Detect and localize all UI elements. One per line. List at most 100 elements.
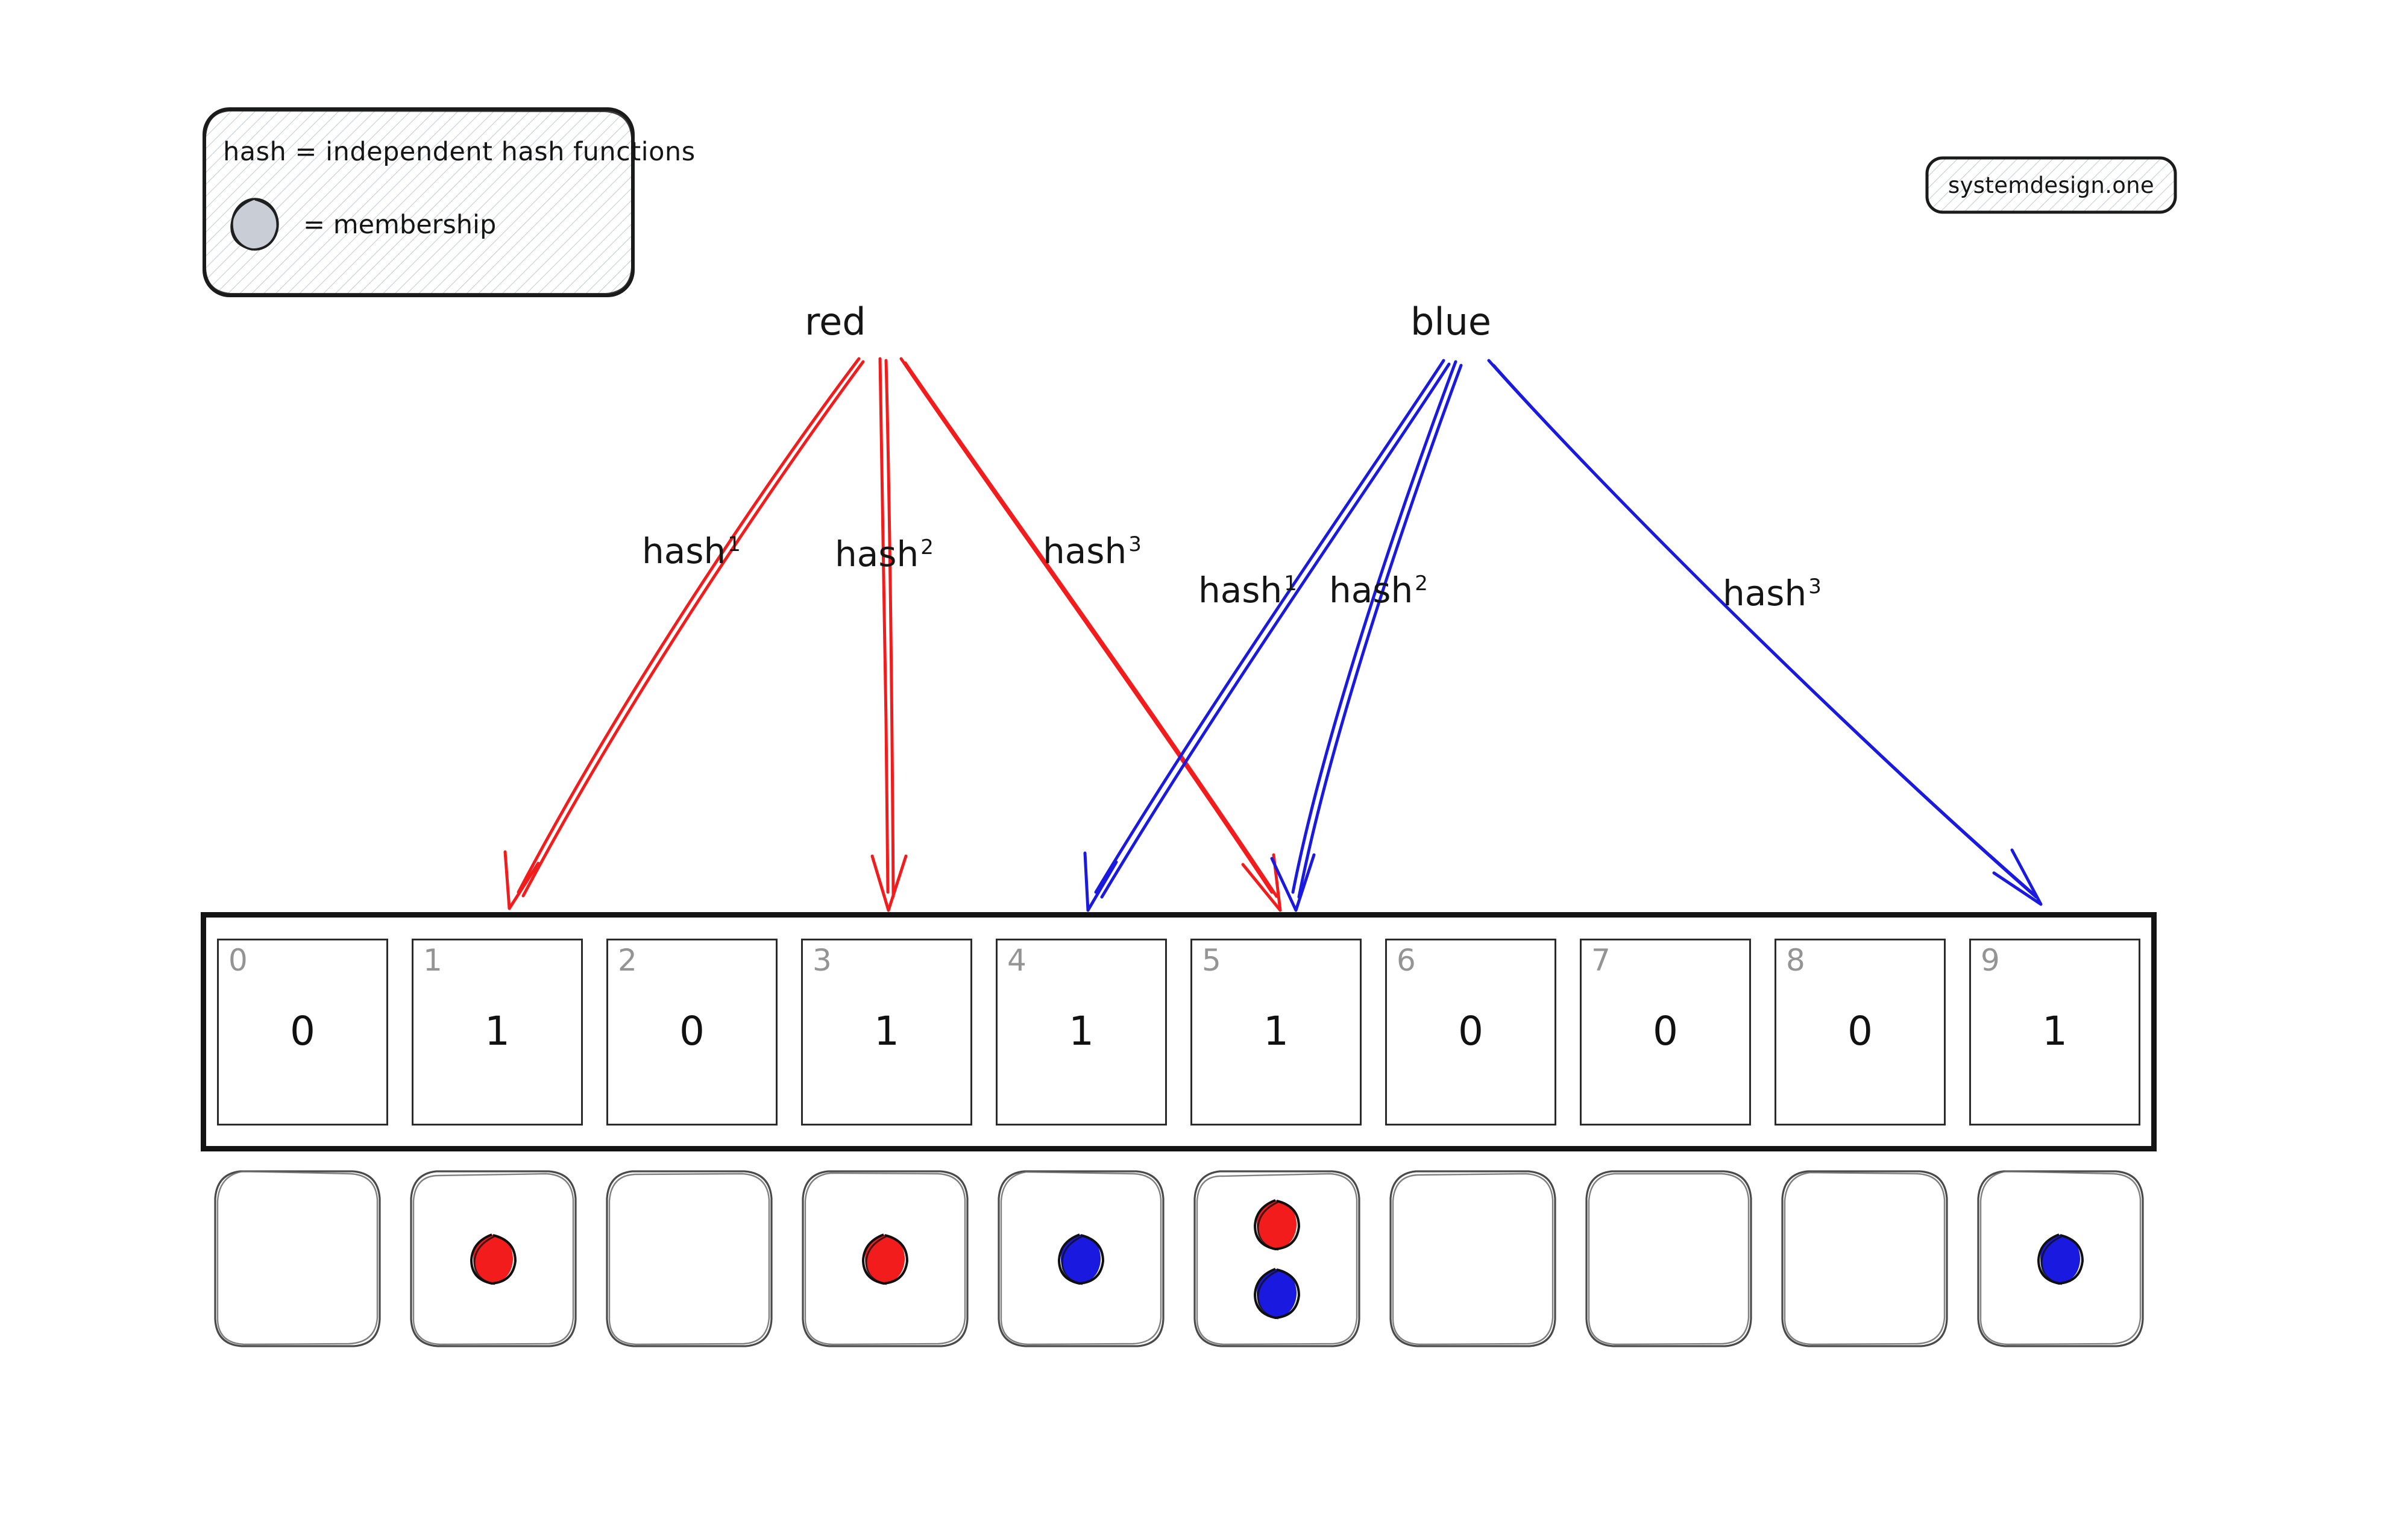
hash-label-red-1: hash1: [642, 534, 741, 568]
bit-cell-value: 0: [1458, 1007, 1483, 1054]
membership-slot: [1387, 1168, 1558, 1349]
hash-label-red-1-sup: 1: [728, 532, 741, 556]
membership-dot-red: [1253, 1199, 1301, 1251]
blue-arrowhead-1: [1083, 851, 1118, 912]
hash-label-blue-1-sup: 1: [1284, 571, 1297, 596]
membership-slot-dots: [603, 1168, 775, 1349]
bit-cell-value: 1: [2042, 1007, 2067, 1054]
blue-arrow-group: [1083, 359, 2043, 912]
membership-slot: [995, 1168, 1166, 1349]
membership-dot-red: [861, 1233, 909, 1285]
membership-slot-outline: [214, 1170, 381, 1347]
red-arrow-3-sketch: [904, 361, 1278, 898]
membership-slot: [212, 1168, 383, 1349]
item-label-blue: blue: [1410, 300, 1492, 344]
bit-cell-index: 4: [1007, 942, 1026, 978]
blue-arrowhead-2: [1270, 853, 1316, 912]
red-arrowhead-1: [503, 850, 540, 910]
membership-slot: [603, 1168, 775, 1349]
hash-label-blue-2-sup: 2: [1415, 571, 1428, 596]
red-arrow-1-sketch: [521, 360, 865, 898]
bit-cell-value: 1: [1263, 1007, 1289, 1054]
blue-arrow-2: [1291, 360, 1457, 894]
membership-slot-outline: [1585, 1170, 1752, 1347]
red-arrowhead-2: [870, 854, 908, 912]
legend-membership-text: = membership: [303, 210, 497, 240]
blue-arrow-1-sketch: [1100, 362, 1451, 899]
hash-label-blue-3-text: hash: [1723, 573, 1807, 614]
membership-slot: [1191, 1168, 1362, 1349]
membership-dot-blue: [1057, 1233, 1105, 1285]
blue-arrow-3-sketch: [1492, 364, 2038, 899]
bit-cell-index: 1: [423, 942, 442, 978]
membership-slot-dots: [212, 1168, 383, 1349]
hash-label-blue-3-sup: 3: [1808, 574, 1822, 599]
bit-cell-value: 0: [679, 1007, 705, 1054]
hash-label-blue-3: hash3: [1723, 576, 1822, 611]
legend-box: hash = independent hash functions = memb…: [201, 105, 696, 299]
blue-arrow-3: [1487, 359, 2033, 894]
membership-slot-outline: [606, 1170, 773, 1347]
membership-slot: [407, 1168, 579, 1349]
red-arrow-2: [878, 357, 890, 894]
bit-cell-index: 2: [618, 942, 637, 978]
hash-label-blue-2: hash2: [1329, 573, 1428, 608]
red-arrow-2-sketch: [884, 359, 895, 898]
hash-label-red-3: hash3: [1043, 534, 1142, 568]
bit-cell-value: 0: [290, 1007, 315, 1054]
membership-dot-blue: [2037, 1233, 2084, 1285]
membership-slot-dots: [407, 1168, 579, 1349]
hash-label-red-3-sup: 3: [1128, 532, 1142, 556]
bit-cell-value: 0: [1847, 1007, 1873, 1054]
blue-arrowhead-3: [1992, 848, 2043, 906]
membership-slot-outline: [998, 1170, 1165, 1347]
watermark-badge: systemdesign.one: [1925, 156, 2178, 215]
membership-row: [201, 1168, 2157, 1355]
hash-label-red-2: hash2: [835, 537, 934, 571]
membership-slot-outline: [410, 1170, 577, 1347]
membership-slot-dots: [1387, 1168, 1558, 1349]
bit-cell-index: 8: [1786, 942, 1805, 978]
bit-cell-value: 1: [1069, 1007, 1094, 1054]
membership-swatch-icon: [230, 198, 279, 251]
bit-cell-index: 5: [1202, 942, 1221, 978]
membership-slot: [1583, 1168, 1754, 1349]
bit-cell-value: 1: [485, 1007, 510, 1054]
red-arrow-1: [517, 357, 861, 894]
membership-slot-dots: [1779, 1168, 1950, 1349]
bit-cell-value: 1: [874, 1007, 899, 1054]
membership-slot: [1975, 1168, 2146, 1349]
hash-label-blue-1-text: hash: [1198, 570, 1283, 611]
membership-slot-outline: [1389, 1170, 1556, 1347]
membership-slot-dots: [1975, 1168, 2146, 1349]
membership-slot-dots: [1583, 1168, 1754, 1349]
item-label-red: red: [805, 300, 866, 344]
membership-slot: [1779, 1168, 1950, 1349]
bit-cell-index: 3: [813, 942, 832, 978]
blue-arrow-1: [1094, 359, 1445, 894]
legend-background: [203, 107, 635, 297]
membership-slot-outline: [1193, 1170, 1360, 1347]
membership-slot-dots: [995, 1168, 1166, 1349]
blue-arrow-2-sketch: [1297, 364, 1463, 899]
membership-slot-outline: [1977, 1170, 2144, 1347]
membership-dot-red: [470, 1233, 517, 1285]
watermark-background: [1925, 156, 2177, 214]
membership-dot-blue: [1253, 1268, 1301, 1320]
membership-slot: [799, 1168, 970, 1349]
membership-slot-dots: [1191, 1168, 1362, 1349]
legend-hash-text: hash = independent hash functions: [223, 137, 696, 167]
